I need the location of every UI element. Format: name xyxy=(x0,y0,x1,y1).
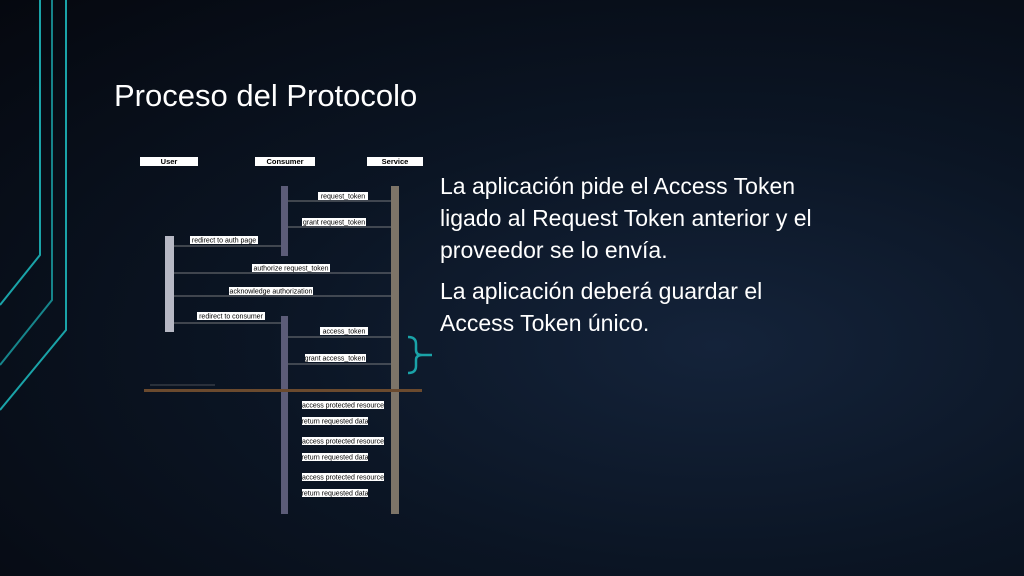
user-lifeline xyxy=(165,236,174,332)
msg-redirect-consumer: redirect to consumer xyxy=(197,312,265,321)
bullet-list: La aplicación pide el Access Token ligad… xyxy=(440,170,820,348)
consumer-lifeline-1 xyxy=(281,186,288,256)
svg-text:grant request_token: grant request_token xyxy=(303,220,365,227)
svg-text:authorize request_token: authorize request_token xyxy=(253,266,328,273)
svg-text:access protected resource: access protected resource xyxy=(302,403,384,410)
svg-text:request_token: request_token xyxy=(321,194,365,201)
svg-text:access protected resource: access protected resource xyxy=(302,439,384,446)
msg-acknowledge-authorization: acknowledge authorization xyxy=(229,287,313,296)
svg-text:grant access_token: grant access_token xyxy=(305,356,366,363)
msg-grant-access-token: grant access_token xyxy=(305,354,366,363)
sequence-diagram: User Consumer Service request_token gran… xyxy=(140,157,423,514)
slide-title: Proceso del Protocolo xyxy=(114,78,418,113)
bullet-2: La aplicación deberá guardar el Access T… xyxy=(440,278,763,336)
msg-access-resource-2: access protected resource xyxy=(302,437,384,446)
participant-consumer-label: Consumer xyxy=(266,157,303,166)
svg-text:return requested data: return requested data xyxy=(302,455,369,462)
participant-user-label: User xyxy=(161,157,178,166)
msg-return-data-2: return requested data xyxy=(302,453,369,462)
msg-access-resource-1: access protected resource xyxy=(302,401,384,410)
participant-service-label: Service xyxy=(382,157,409,166)
bullet-1: La aplicación pide el Access Token ligad… xyxy=(440,173,812,263)
participant-service: Service xyxy=(367,157,423,166)
brace-marker xyxy=(407,335,432,375)
svg-text:redirect to auth page: redirect to auth page xyxy=(192,238,256,245)
svg-text:return requested data: return requested data xyxy=(302,419,369,426)
message-arrows xyxy=(174,200,391,365)
msg-request-token: request_token xyxy=(318,192,368,201)
svg-text:access protected resource: access protected resource xyxy=(302,475,384,482)
msg-grant-request-token: grant request_token xyxy=(302,218,366,227)
participant-consumer: Consumer xyxy=(255,157,315,166)
service-lifeline xyxy=(391,186,399,514)
decorative-lines xyxy=(0,0,67,411)
msg-return-data-3: return requested data xyxy=(302,489,369,498)
participant-user: User xyxy=(140,157,198,166)
svg-text:access_token: access_token xyxy=(323,329,366,336)
msg-redirect-auth: redirect to auth page xyxy=(190,236,258,245)
svg-text:return requested data: return requested data xyxy=(302,491,369,498)
svg-text:redirect to consumer: redirect to consumer xyxy=(199,314,263,321)
consumer-lifeline-2 xyxy=(281,316,288,514)
phase-divider xyxy=(144,389,422,392)
msg-access-token: access_token xyxy=(320,327,368,336)
msg-return-data-1: return requested data xyxy=(302,417,369,426)
svg-text:acknowledge authorization: acknowledge authorization xyxy=(230,289,313,296)
msg-access-resource-3: access protected resource xyxy=(302,473,384,482)
msg-authorize-request-token: authorize request_token xyxy=(252,264,330,273)
